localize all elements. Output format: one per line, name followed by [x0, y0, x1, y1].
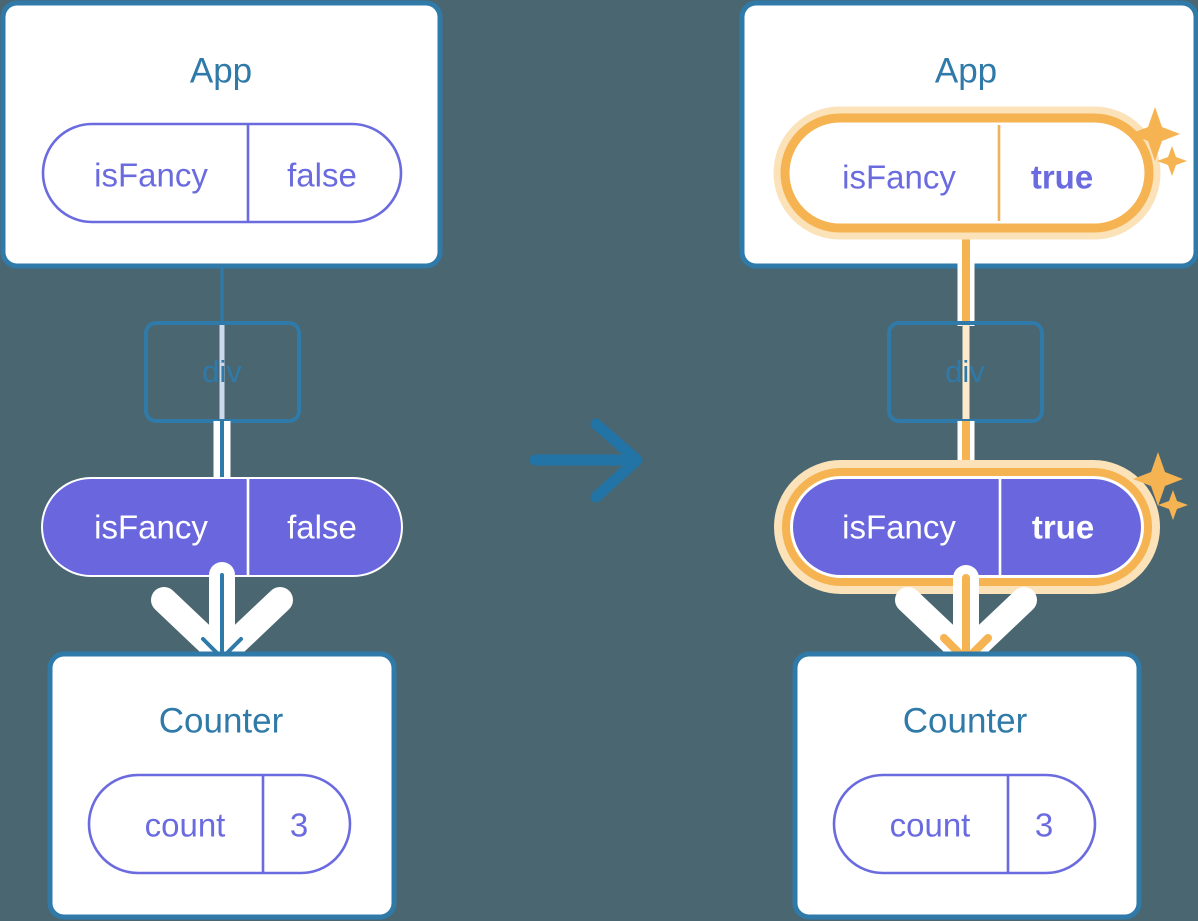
- counter-title-after: Counter: [903, 701, 1028, 740]
- flow-arrow-before: [201, 573, 243, 660]
- prop-pill-key-after: isFancy: [842, 509, 956, 546]
- sparkle-large-icon-app: [1130, 107, 1180, 161]
- counter-state-pill-after[interactable]: [832, 773, 1097, 875]
- sparkle-large-icon-prop: [1133, 452, 1183, 506]
- prop-pill-value-before: false: [287, 509, 357, 546]
- prop-pill-value-after: true: [1032, 509, 1094, 546]
- prop-pill-key-before: isFancy: [94, 509, 208, 546]
- app-state-pill-value-after: true: [1031, 159, 1093, 196]
- app-state-pill-value-before: false: [287, 157, 357, 194]
- app-state-pill-key-after: isFancy: [842, 159, 956, 196]
- transition-arrow-icon: [529, 418, 643, 503]
- counter-state-pill-value-after: 3: [1035, 807, 1053, 844]
- prop-pill-before[interactable]: [43, 479, 401, 575]
- sparkle-small-icon-app: [1157, 146, 1187, 176]
- app-title-before: App: [190, 51, 252, 90]
- prop-pill-after[interactable]: [793, 479, 1141, 575]
- panel-after: App isFancy true div isFancy true: [739, 0, 1198, 920]
- sparkle-icon-app-after: [1130, 107, 1187, 176]
- app-title-after: App: [935, 51, 997, 90]
- div-label-after: div: [945, 354, 985, 389]
- sparkle-icon-prop-after: [1133, 452, 1188, 520]
- div-label-before: div: [202, 354, 242, 389]
- panel-before: App isFancy false div isFancy false Coun…: [0, 0, 443, 920]
- app-state-pill-after[interactable]: [792, 125, 1142, 221]
- app-state-pill-before[interactable]: [41, 122, 403, 224]
- counter-title-before: Counter: [159, 701, 284, 740]
- counter-state-pill-key-before: count: [145, 807, 226, 844]
- counter-state-pill-value-before: 3: [290, 807, 308, 844]
- sparkle-small-icon-prop: [1158, 490, 1188, 520]
- counter-state-pill-before[interactable]: [87, 773, 352, 875]
- counter-state-pill-key-after: count: [890, 807, 971, 844]
- app-state-pill-key-before: isFancy: [94, 157, 208, 194]
- transition-arrow: [529, 418, 643, 503]
